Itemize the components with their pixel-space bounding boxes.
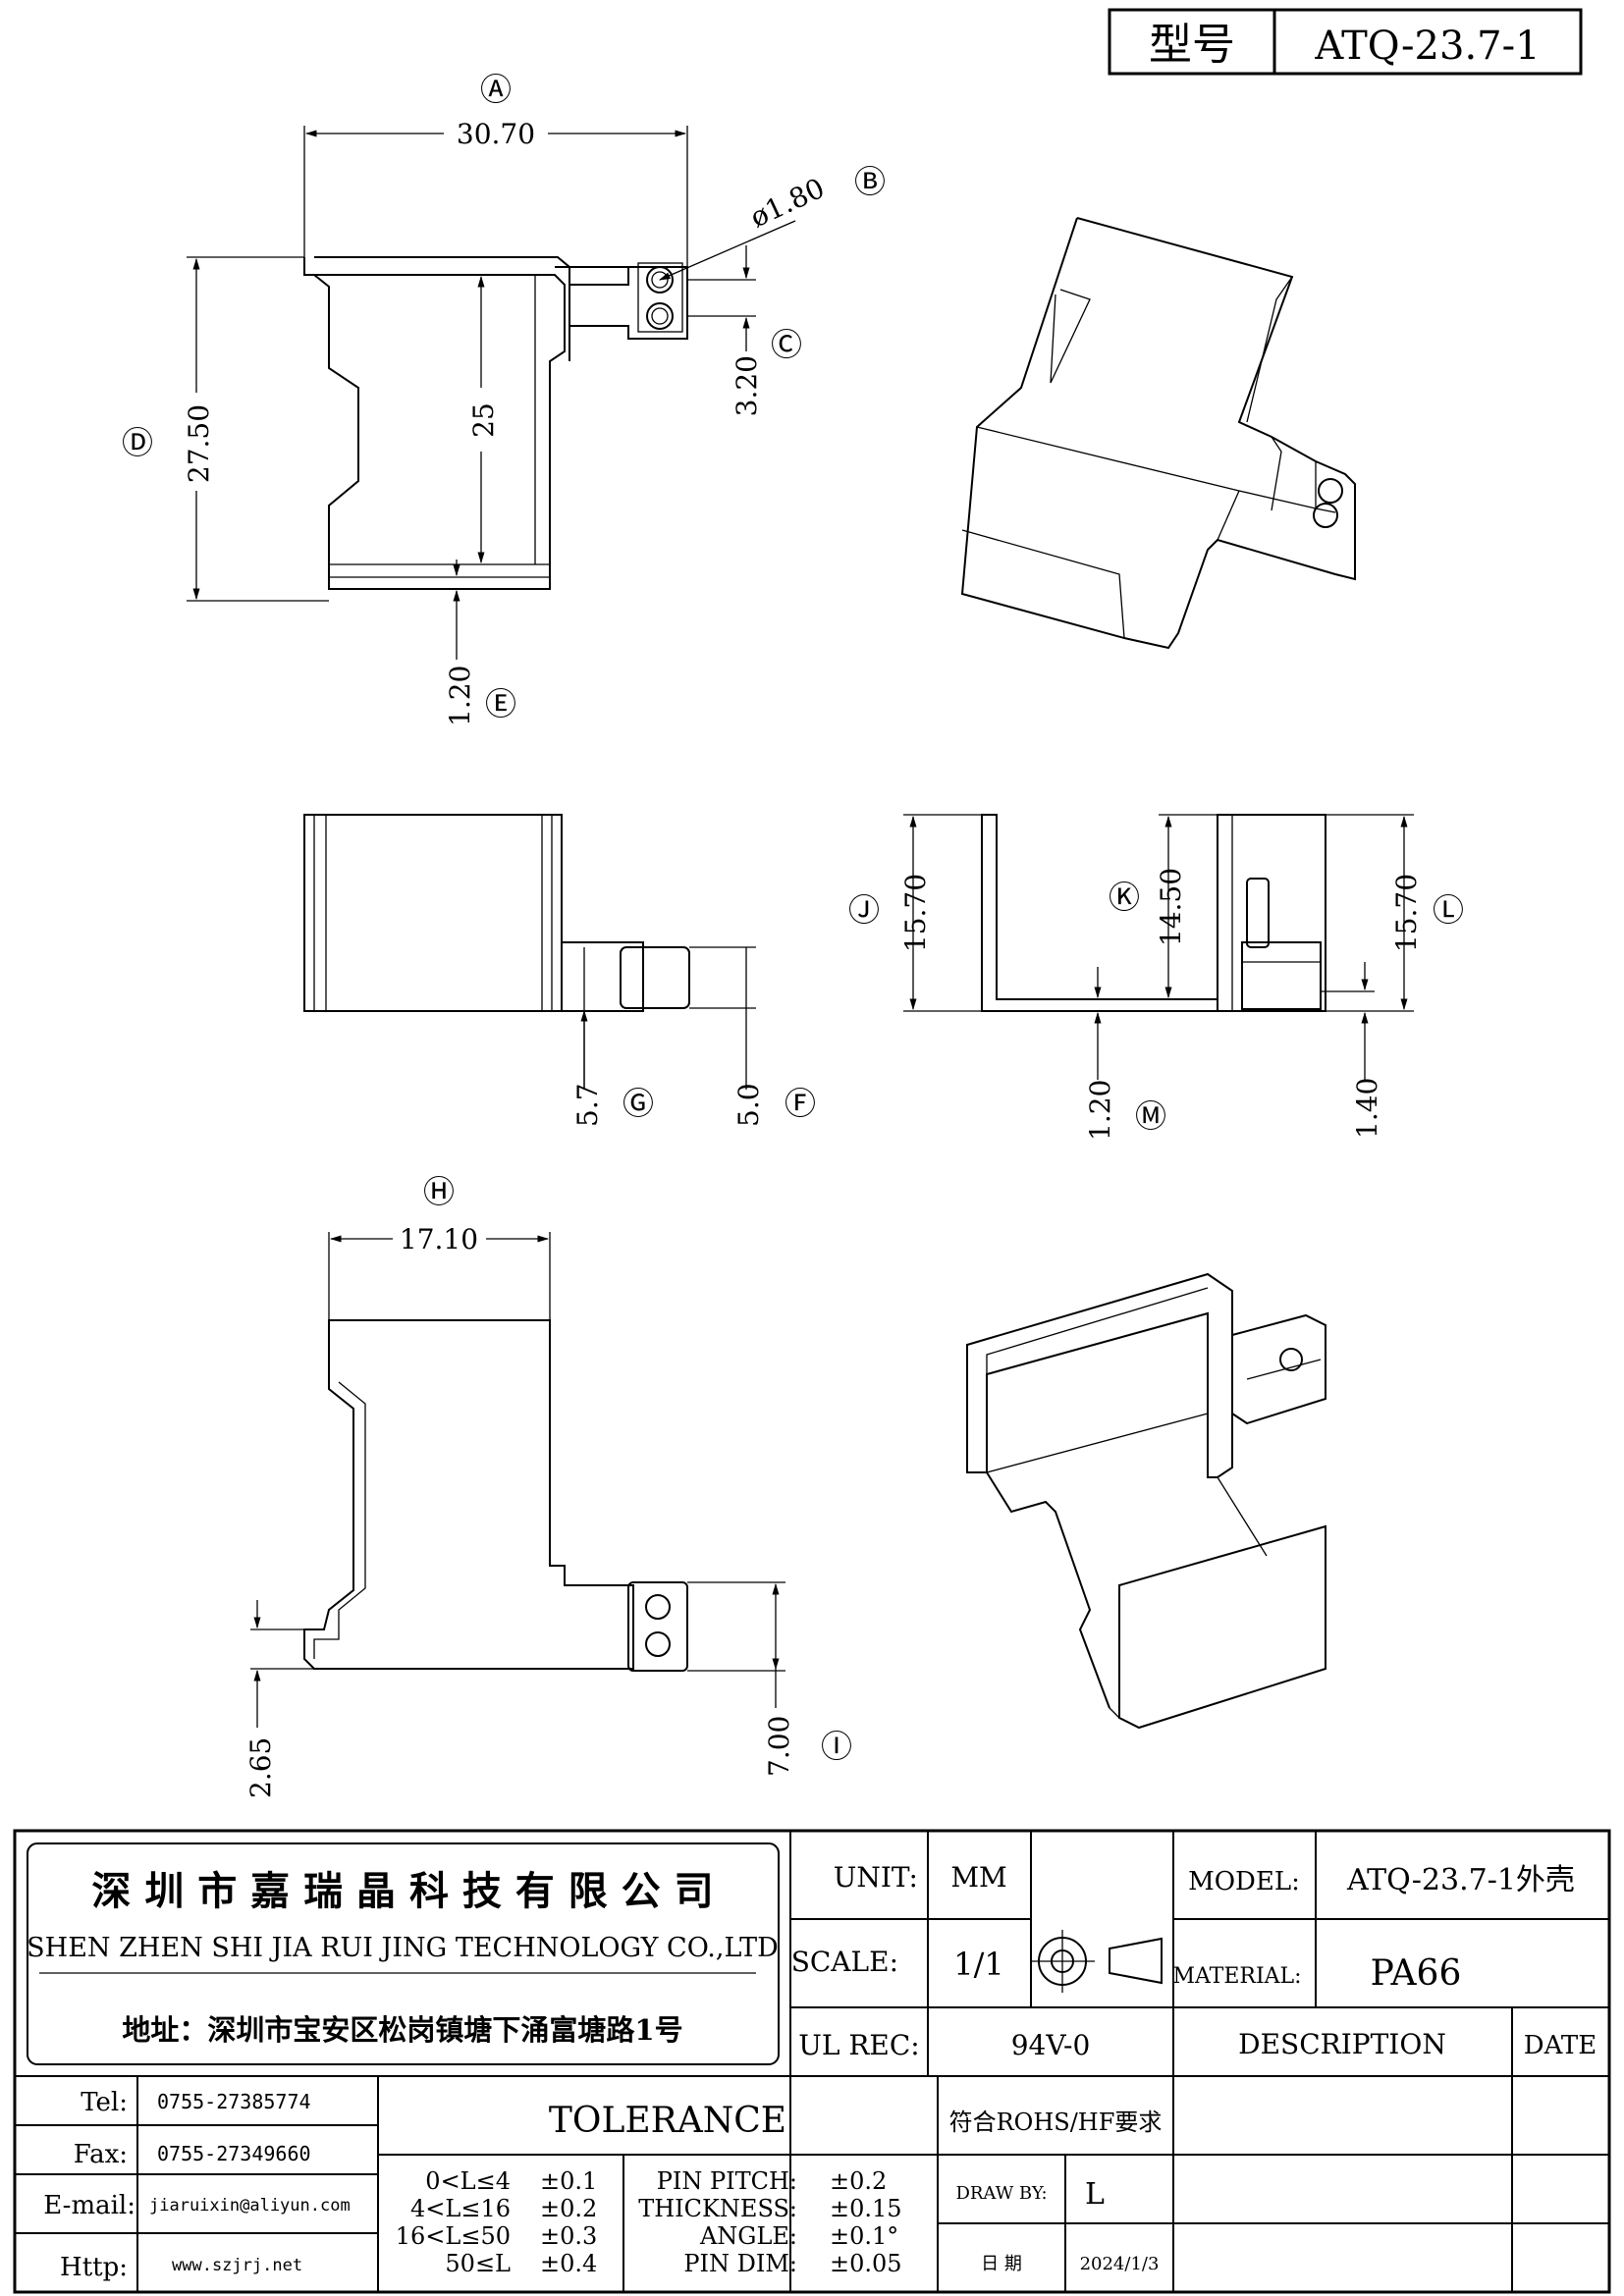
tolerance-other-label: ANGLE:: [699, 2222, 797, 2250]
http-label: Http:: [60, 2253, 128, 2282]
dim-l-value: 15.70: [1390, 874, 1423, 952]
tel-value: 0755-27385774: [157, 2090, 311, 2113]
model-label: MODEL:: [1188, 1867, 1300, 1896]
fax-value: 0755-27349660: [157, 2142, 311, 2165]
date-label: DATE: [1524, 2031, 1597, 2060]
side-view-left: 5.7 Ⓖ 5.0 Ⓕ: [303, 814, 816, 1127]
dim-i-value: 7.00: [763, 1716, 795, 1777]
tolerance-other-value: ±0.2: [830, 2167, 887, 2195]
dim-25-value: 25: [467, 402, 500, 438]
bottom-view: 17.10 Ⓗ 7.00 Ⓘ 2.65: [244, 1173, 852, 1798]
dim-e-label: Ⓔ: [485, 685, 516, 722]
dim-h-value: 17.10: [400, 1223, 478, 1255]
isometric-view-bottom: [966, 1272, 1326, 1730]
unit-value: MM: [950, 1861, 1006, 1894]
dim-c-label: Ⓒ: [771, 326, 802, 363]
company-name-cn: 深 圳 市 嘉 瑞 晶 科 技 有 限 公 司: [91, 1868, 713, 1914]
model-title-label: 型号: [1149, 20, 1235, 70]
dim-f-label: Ⓕ: [785, 1085, 816, 1122]
isometric-view-top: [960, 217, 1356, 650]
tolerance-range-label: 50≤L: [445, 2250, 511, 2277]
http-value: www.szjrj.net: [172, 2256, 302, 2275]
tolerance-range-value: ±0.3: [540, 2222, 597, 2250]
company-frame: [27, 1842, 780, 2065]
dim-h-label: Ⓗ: [423, 1173, 455, 1210]
dim-j-value: 15.70: [899, 874, 932, 952]
date-cn-label: 日 期: [981, 2254, 1022, 2274]
title-block-grid: [13, 1829, 1611, 2294]
tolerance-range-value: ±0.2: [540, 2195, 597, 2222]
model-title-box: 型号 ATQ-23.7-1: [1108, 8, 1583, 76]
tolerance-other-label: THICKNESS:: [638, 2195, 797, 2222]
ul-value: 94V-0: [1011, 2029, 1091, 2061]
description-label: DESCRIPTION: [1238, 2028, 1446, 2060]
dim-j-label: Ⓙ: [848, 891, 880, 929]
tolerance-range-label: 4<L≤16: [410, 2195, 511, 2222]
dim-p-value: 2.65: [244, 1737, 277, 1798]
tolerance-range-label: 16<L≤50: [396, 2222, 511, 2250]
material-label: MATERIAL:: [1172, 1964, 1301, 1989]
dim-k-value: 14.50: [1155, 868, 1187, 946]
tolerance-other-value: ±0.1°: [830, 2222, 898, 2250]
unit-label: UNIT:: [834, 1861, 918, 1894]
dim-d-value: 27.50: [183, 404, 215, 483]
email-value: jiaruixin@aliyun.com: [149, 2196, 351, 2216]
drawby-value: L: [1085, 2177, 1105, 2212]
dim-i-label: Ⓘ: [821, 1728, 852, 1765]
company-name-en: SHEN ZHEN SHI JIA RUI JING TECHNOLOGY CO…: [27, 1933, 779, 1963]
tolerance-other-value: ±0.05: [830, 2250, 902, 2277]
tel-label: Tel:: [81, 2088, 128, 2117]
tolerance-ranges: 0<L≤4 ±0.1 4<L≤16 ±0.2 16<L≤50 ±0.3 50≤L ±0.4: [396, 2167, 598, 2277]
tolerance-title: TOLERANCE: [549, 2101, 786, 2141]
dim-k-label: Ⓚ: [1109, 879, 1140, 916]
tolerance-other-label: PIN DIM:: [683, 2250, 797, 2277]
tolerance-other-label: PIN PITCH:: [657, 2167, 797, 2195]
dim-c-value: 3.20: [731, 355, 763, 416]
dim-n-value: 1.40: [1351, 1078, 1383, 1139]
tolerance-range-label: 0<L≤4: [425, 2167, 511, 2195]
dim-l-label: Ⓛ: [1433, 891, 1464, 929]
scale-value: 1/1: [953, 1946, 1004, 1983]
date-value: 2024/1/3: [1080, 2254, 1160, 2274]
fax-label: Fax:: [74, 2140, 128, 2169]
material-value: PA66: [1371, 1953, 1462, 1994]
dim-e-value: 1.20: [444, 666, 476, 726]
scale-label: SCALE:: [791, 1946, 898, 1978]
dim-b-label: Ⓑ: [854, 163, 886, 200]
company-address: 地址：深圳市宝安区松岗镇塘下涌富塘路1号: [122, 2013, 682, 2047]
dim-m-value: 1.20: [1084, 1080, 1116, 1141]
tolerance-range-value: ±0.4: [540, 2250, 597, 2277]
dim-m-label: Ⓜ: [1135, 1097, 1166, 1135]
dim-d-label: Ⓓ: [122, 424, 153, 461]
model-value: ATQ-23.7-1外壳: [1346, 1863, 1575, 1897]
dim-f-value: 5.0: [732, 1083, 765, 1127]
email-label: E-mail:: [43, 2191, 135, 2220]
ul-label: UL REC:: [798, 2029, 919, 2061]
model-title-value: ATQ-23.7-1: [1314, 24, 1540, 69]
side-view-right: 15.70 Ⓙ 14.50 Ⓚ 15.70 Ⓛ 1.20 Ⓜ 1.40: [848, 814, 1464, 1141]
dim-a-label: Ⓐ: [480, 71, 512, 108]
dim-g-label: Ⓖ: [623, 1085, 654, 1122]
top-view: 30.70 Ⓐ ø1.80 Ⓑ 3.20 Ⓒ 27.50 Ⓓ 25 1.20 Ⓔ: [122, 71, 886, 726]
dim-a-value: 30.70: [457, 118, 535, 150]
tolerance-other-value: ±0.15: [830, 2195, 902, 2222]
dim-g-value: 5.7: [571, 1083, 604, 1127]
rohs-note: 符合ROHS/HF要求: [949, 2109, 1163, 2136]
drawby-label: DRAW BY:: [955, 2183, 1047, 2204]
tolerance-range-value: ±0.1: [540, 2167, 597, 2195]
